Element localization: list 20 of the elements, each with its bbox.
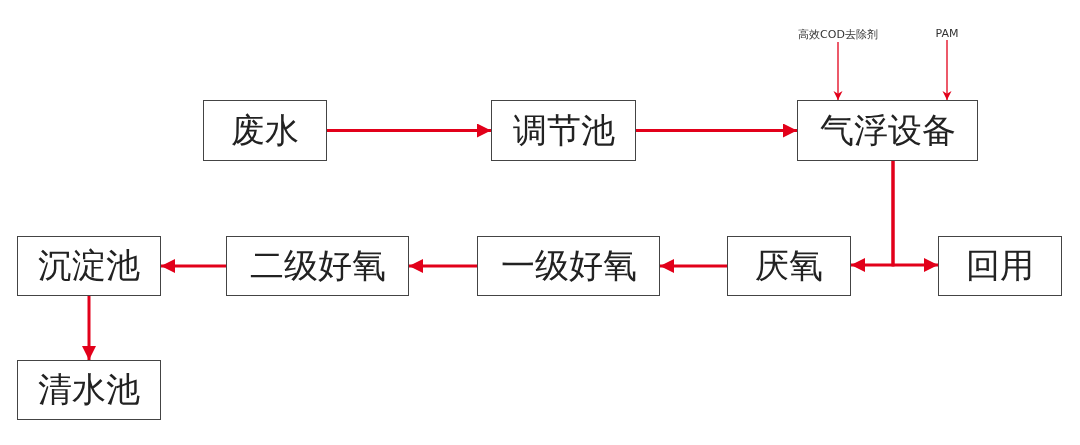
arrow: [409, 259, 477, 273]
process-box: 废水: [203, 100, 327, 161]
process-box: 沉淀池: [17, 236, 161, 296]
process-box: 清水池: [17, 360, 161, 420]
arrow: [891, 161, 938, 272]
process-box: 一级好氧: [477, 236, 660, 296]
reagent-label: PAM: [935, 27, 959, 40]
process-box: 厌氧: [727, 236, 851, 296]
arrow: [942, 39, 952, 101]
arrow: [833, 41, 843, 101]
process-box: 回用: [938, 236, 1062, 296]
reagent-label: 高效COD去除剂: [798, 27, 878, 42]
process-box: 气浮设备: [797, 100, 978, 161]
process-box: 二级好氧: [226, 236, 409, 296]
arrow: [82, 296, 96, 360]
arrow: [660, 259, 727, 273]
arrow: [327, 123, 491, 138]
arrow: [636, 123, 797, 138]
process-box: 调节池: [491, 100, 636, 161]
arrow: [161, 259, 226, 273]
